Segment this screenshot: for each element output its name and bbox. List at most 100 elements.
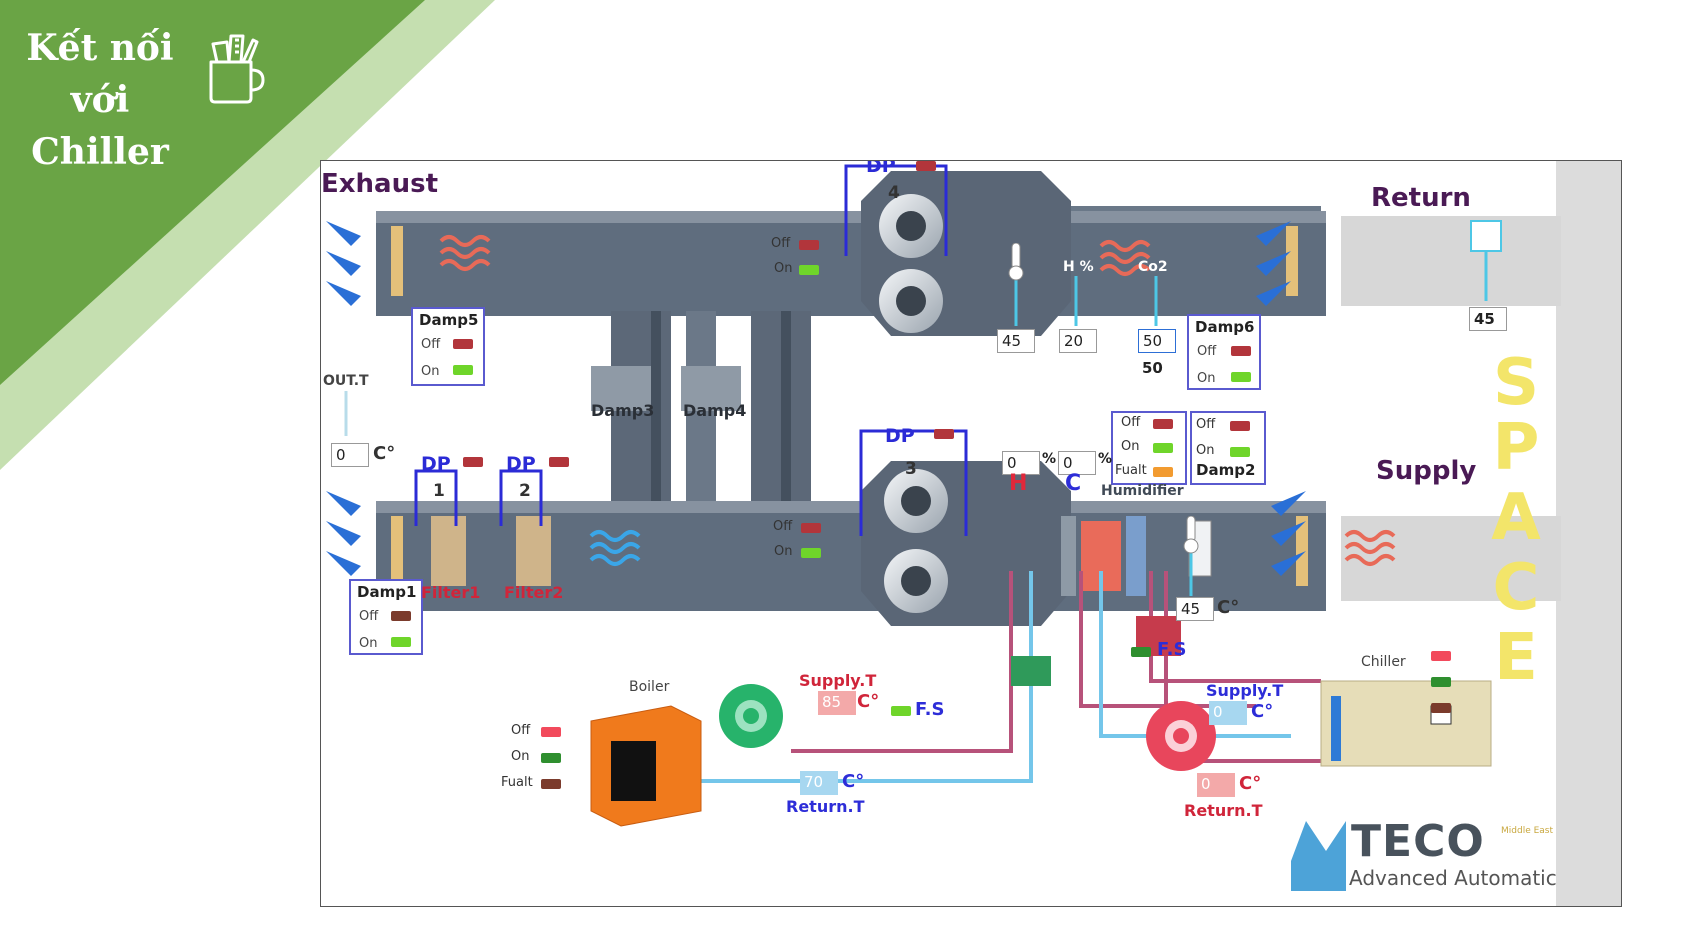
slide-title: Kết nối với Chiller: [0, 22, 200, 178]
damp2-on-label: On: [1196, 443, 1215, 458]
damp2-title: Damp2: [1196, 461, 1256, 479]
space-letter-c: C: [1492, 551, 1540, 625]
damp5-title: Damp5: [419, 311, 479, 329]
damp5-on-led[interactable]: [453, 365, 473, 375]
damp5-off-led[interactable]: [453, 339, 473, 349]
co2-display: 50: [1138, 357, 1176, 381]
damp4-label[interactable]: Damp4: [683, 401, 747, 420]
scada-hvac-screen: Exhaust Return Supply S P A C E DP 4 DP …: [320, 160, 1622, 907]
supply-label: Supply: [1376, 456, 1477, 486]
damp3-label[interactable]: Damp3: [591, 401, 655, 420]
damp1-off-led[interactable]: [391, 611, 411, 621]
teco-brand-name: TECO: [1351, 816, 1485, 867]
heater-on-label: On: [1121, 439, 1140, 454]
space-letter-p: P: [1492, 411, 1540, 485]
chiller-supply-t-unit: C°: [1251, 701, 1274, 722]
chiller-label: Chiller: [1361, 654, 1406, 670]
boiler-fault-label: Fualt: [501, 775, 533, 790]
chiller-return-t-label: Return.T: [1184, 801, 1263, 820]
boiler-flow-switch-label: F.S: [915, 699, 945, 720]
out-temp-unit: C°: [373, 443, 396, 464]
thermometer-icon: [1183, 516, 1199, 554]
space-letter-e: E: [1494, 621, 1538, 695]
damp1-on-label: On: [359, 636, 378, 651]
boiler-off-label: Off: [511, 723, 531, 738]
fan-top-off-led[interactable]: [799, 240, 819, 250]
chiller-supply-t-value: 0: [1209, 701, 1247, 725]
h-percent-value[interactable]: 0: [1002, 451, 1040, 475]
boiler-return-t-label: Return.T: [786, 797, 865, 816]
dp3-number: 3: [905, 459, 917, 479]
damp1-on-led[interactable]: [391, 637, 411, 647]
slide-corner-banner: [0, 0, 495, 470]
humidity-label: H %: [1063, 259, 1094, 275]
return-humidity-value: 20: [1059, 329, 1097, 353]
boiler-off-led[interactable]: [541, 727, 561, 737]
dp2-number: 2: [519, 481, 531, 501]
damp6-on-led[interactable]: [1231, 372, 1251, 382]
heater-on-led[interactable]: [1153, 443, 1173, 453]
damp5-on-label: On: [421, 364, 440, 379]
chiller-fault-led: [1431, 703, 1451, 713]
heater-fault-led: [1153, 467, 1173, 477]
damp6-title: Damp6: [1195, 318, 1255, 336]
boiler-on-led[interactable]: [541, 753, 561, 763]
out-temp-label: OUT.T: [323, 373, 369, 389]
damp2-control[interactable]: Off On Damp2: [1190, 411, 1266, 485]
h-percent-unit: %: [1042, 451, 1057, 467]
damp2-off-label: Off: [1196, 417, 1216, 432]
chiller-on-led[interactable]: [1431, 677, 1451, 687]
dp4-status-led: [916, 161, 936, 171]
damp2-off-led[interactable]: [1230, 421, 1250, 431]
boiler-supply-t-unit: C°: [857, 691, 880, 712]
boiler-supply-t-value: 85: [818, 691, 856, 715]
co2-input[interactable]: 50: [1138, 329, 1176, 353]
dp2-label: DP: [506, 453, 536, 475]
damp1-control[interactable]: Damp1 Off On: [349, 579, 423, 655]
dp4-number: 4: [888, 183, 900, 203]
chiller-off-led[interactable]: [1431, 651, 1451, 661]
heater-off-led[interactable]: [1153, 419, 1173, 429]
co2-label: Co2: [1138, 259, 1168, 275]
damp6-on-label: On: [1197, 371, 1216, 386]
out-temp-value: 0: [331, 443, 369, 467]
dp1-status-led: [463, 457, 483, 467]
damp1-title: Damp1: [357, 583, 417, 601]
chiller-flow-switch-label: F.S: [1157, 639, 1187, 660]
boiler-return-t-unit: C°: [842, 771, 865, 792]
boiler-supply-t-label: Supply.T: [799, 671, 877, 690]
fan-bottom-off-label: Off: [773, 519, 793, 534]
boiler-on-label: On: [511, 749, 530, 764]
dp1-label: DP: [421, 453, 451, 475]
damp2-on-led[interactable]: [1230, 447, 1250, 457]
supply-temp-unit: C°: [1217, 597, 1240, 618]
c-percent-value[interactable]: 0: [1058, 451, 1096, 475]
damp5-control[interactable]: Damp5 Off On: [411, 307, 485, 386]
heater-control[interactable]: Off On Fualt: [1111, 411, 1187, 485]
damp1-off-label: Off: [359, 609, 379, 624]
filter2-label: Filter2: [504, 583, 564, 602]
slide-title-line2: với Chiller: [31, 79, 169, 173]
chiller-supply-t-label: Supply.T: [1206, 681, 1284, 700]
cooling-label: C: [1065, 471, 1082, 496]
return-temp-value: 45: [997, 329, 1035, 353]
boiler-label: Boiler: [629, 679, 670, 695]
boiler-flow-switch-led: [891, 706, 911, 716]
dp1-number: 1: [433, 481, 445, 501]
supply-temp-value: 45: [1176, 597, 1214, 621]
damp5-off-label: Off: [421, 337, 441, 352]
return-label: Return: [1371, 183, 1471, 213]
teco-brand-corner: Middle East: [1501, 826, 1554, 836]
space-temp-value: 45: [1469, 307, 1507, 331]
humidifier-label: Humidifier: [1101, 483, 1184, 499]
dp2-status-led: [549, 457, 569, 467]
fan-top-on-led[interactable]: [799, 265, 819, 275]
dp4-label: DP: [866, 160, 896, 177]
fan-bottom-off-led[interactable]: [801, 523, 821, 533]
chiller-return-t-value: 0: [1197, 773, 1235, 797]
boiler-fault-led: [541, 779, 561, 789]
fan-top-on-label: On: [774, 261, 793, 276]
damp6-control[interactable]: Damp6 Off On: [1187, 314, 1261, 390]
fan-bottom-on-led[interactable]: [801, 548, 821, 558]
damp6-off-led[interactable]: [1231, 346, 1251, 356]
